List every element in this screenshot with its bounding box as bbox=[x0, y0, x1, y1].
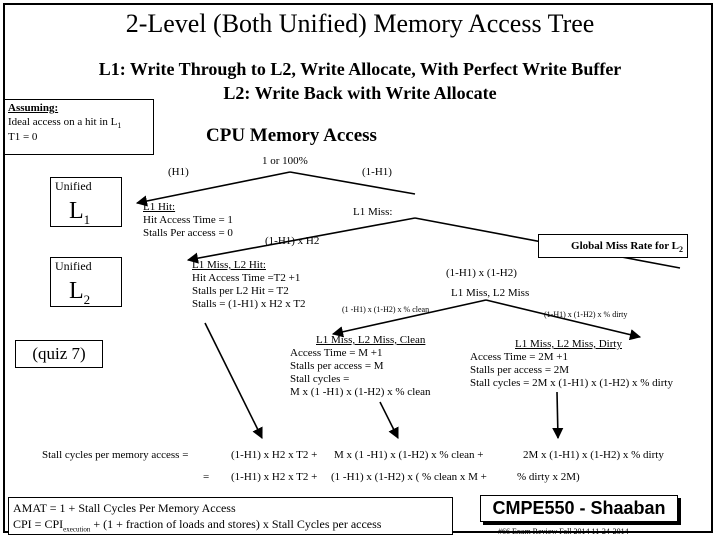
branch-clean bbox=[331, 299, 487, 338]
branch-hit-l2 bbox=[186, 217, 416, 264]
subtitle-line1: L1: Write Through to L2, Write Allocate,… bbox=[98, 59, 622, 79]
stall-row1-label: Stall cycles per memory access = bbox=[42, 449, 189, 461]
stall-row2-t1: (1-H1) x H2 x T2 + bbox=[231, 471, 318, 483]
clean-line2: Stalls per access = M bbox=[290, 360, 384, 372]
stall-row2-t3: % dirty x 2M) bbox=[517, 471, 580, 483]
unified-l1-label: Unified bbox=[55, 179, 92, 193]
stall-row1-t2: M x (1 -H1) x (1-H2) x % clean + bbox=[334, 449, 484, 461]
footer-text: #66 Exam Review Fall 2014 11-24-2014 bbox=[498, 527, 629, 536]
l2-hit-line2: Stalls per L2 Hit = T2 bbox=[192, 285, 289, 297]
amat-line2: CPI = CPIexecution + (1 + fraction of lo… bbox=[13, 516, 382, 533]
clean-title: L1 Miss, L2 Miss, Clean bbox=[316, 334, 426, 346]
h2-branch-label: (1-H1) x H2 bbox=[265, 235, 320, 247]
unified-l1-level: L1 bbox=[69, 198, 91, 227]
clean-line4: M x (1 -H1) x (1-H2) x % clean bbox=[290, 386, 431, 398]
page-title: 2-Level (Both Unified) Memory Access Tre… bbox=[125, 9, 595, 38]
stall-row2-eq: = bbox=[203, 471, 210, 483]
l2-hit-title: L1 Miss, L2 Hit: bbox=[192, 259, 266, 271]
subtitle-line2: L2: Write Back with Write Allocate bbox=[223, 83, 497, 103]
l1-hit-title: L1 Hit: bbox=[143, 201, 176, 213]
miss1-label: (1-H1) bbox=[362, 166, 392, 178]
assuming-line1: Ideal access on a hit in L1 bbox=[8, 115, 122, 130]
clean-line3: Stall cycles = bbox=[290, 373, 350, 385]
quiz-box: (quiz 7) bbox=[15, 340, 103, 368]
clean-line1: Access Time = M +1 bbox=[290, 347, 383, 359]
root-prob: 1 or 100% bbox=[262, 155, 308, 167]
l1-miss-label: L1 Miss: bbox=[353, 206, 393, 218]
unified-l2-box: Unified L2 bbox=[50, 257, 122, 307]
assuming-heading: Assuming: bbox=[8, 102, 59, 114]
branch-miss-l1 bbox=[289, 171, 416, 195]
dirty-title: L1 Miss, L2 Miss, Dirty bbox=[515, 338, 622, 350]
stall-row2-t2: (1 -H1) x (1-H2) x ( % clean x M + bbox=[331, 471, 487, 483]
l2-hit-line3: Stalls = (1-H1) x H2 x T2 bbox=[192, 298, 306, 310]
stall-row1-t1: (1-H1) x H2 x T2 + bbox=[231, 449, 318, 461]
course-badge: CMPE550 - Shaaban bbox=[480, 495, 678, 522]
dirty-line3: Stall cycles = 2M x (1-H1) x (1-H2) x % … bbox=[470, 377, 673, 389]
cpu-access-label: CPU Memory Access bbox=[206, 125, 377, 146]
amat-box: AMAT = 1 + Stall Cycles Per Memory Acces… bbox=[8, 497, 453, 535]
l2-miss-prob: (1-H1) x (1-H2) bbox=[446, 267, 517, 279]
arrow-to-t2 bbox=[379, 401, 399, 440]
l1-hit-line1: Hit Access Time = 1 bbox=[143, 214, 233, 226]
branch-hit-l1 bbox=[135, 171, 291, 207]
unified-l1-box: Unified L1 bbox=[50, 177, 122, 227]
dirty-prob: (1-H1) x (1-H2) x % dirty bbox=[544, 310, 628, 319]
l2-hit-line1: Hit Access Time =T2 +1 bbox=[192, 272, 301, 284]
arrow-to-t3 bbox=[552, 391, 564, 440]
amat-line1: AMAT = 1 + Stall Cycles Per Memory Acces… bbox=[13, 501, 236, 515]
unified-l2-level: L2 bbox=[69, 278, 91, 307]
clean-prob: (1 -H1) x (1-H2) x % clean bbox=[342, 305, 430, 314]
global-miss-box: Global Miss Rate for L2 bbox=[538, 234, 688, 258]
assuming-line2: T1 = 0 bbox=[8, 130, 38, 143]
assuming-box: Assuming: Ideal access on a hit in L1 T1… bbox=[4, 99, 154, 155]
unified-l2-label: Unified bbox=[55, 259, 92, 273]
l1-hit-line2: Stalls Per access = 0 bbox=[143, 227, 233, 239]
h1-label: (H1) bbox=[168, 166, 189, 178]
dirty-line2: Stalls per access = 2M bbox=[470, 364, 570, 376]
dirty-line1: Access Time = 2M +1 bbox=[470, 351, 568, 363]
branch-dirty bbox=[485, 299, 642, 341]
arrow-to-t1 bbox=[204, 322, 263, 440]
stall-row1-t3: 2M x (1-H1) x (1-H2) x % dirty bbox=[523, 449, 664, 461]
l2-miss-label: L1 Miss, L2 Miss bbox=[451, 287, 530, 299]
